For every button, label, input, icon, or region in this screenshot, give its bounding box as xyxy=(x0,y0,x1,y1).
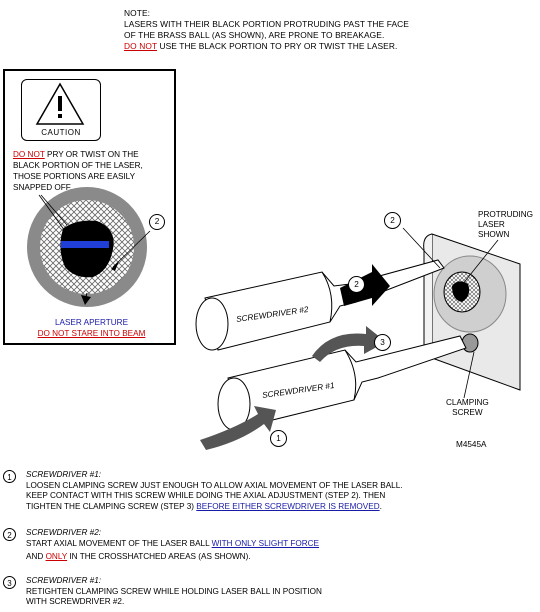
step-1-line-2: KEEP CONTACT WITH THIS SCREW WHILE DOING… xyxy=(26,491,386,500)
caution-line-4: SNAPPED OFF. xyxy=(13,183,73,192)
aperture-labels: LASER APERTURE DO NOT STARE INTO BEAM xyxy=(5,317,178,339)
note-line-1: LASERS WITH THEIR BLACK PORTION PROTRUDI… xyxy=(124,19,409,29)
figure-id: M4545A xyxy=(456,440,487,449)
step-2-text: SCREWDRIVER #2: START AXIAL MOVEMENT OF … xyxy=(26,528,319,563)
step-1-emphasis: BEFORE EITHER SCREWDRIVER IS REMOVED xyxy=(196,501,380,511)
caution-line-1: PRY OR TWIST ON THE xyxy=(44,150,139,159)
caution-line-3: THOSE PORTIONS ARE EASILY xyxy=(13,172,136,181)
clamping-label-1: CLAMPING xyxy=(446,398,489,407)
caution-warning-text: DO NOT PRY OR TWIST ON THE BLACK PORTION… xyxy=(13,149,173,193)
caution-panel: CAUTION DO NOT PRY OR TWIST ON THE BLACK… xyxy=(3,69,176,345)
step-1-number: 1 xyxy=(3,470,16,483)
caution-do-not: DO NOT xyxy=(13,150,45,159)
step-2-line-2a: AND xyxy=(26,552,46,561)
note-line-3: DO NOT USE THE BLACK PORTION TO PRY OR T… xyxy=(124,41,409,52)
caution-badge: CAUTION xyxy=(21,79,101,141)
note-line-2: OF THE BRASS BALL (AS SHOWN), ARE PRONE … xyxy=(124,30,385,40)
aperture-label: LASER APERTURE xyxy=(54,318,129,327)
step-1-line-1: LOOSEN CLAMPING SCREW JUST ENOUGH TO ALL… xyxy=(26,480,403,490)
step-3-line-2: WITH SCREWDRIVER #2. xyxy=(26,597,125,606)
laser-ball-closeup xyxy=(27,187,151,307)
warning-triangle-icon xyxy=(35,82,85,125)
callout-1: 1 xyxy=(270,430,287,447)
step-2-title: SCREWDRIVER #2: xyxy=(26,528,102,537)
callout-3: 3 xyxy=(374,334,391,351)
note-line-3-rest: USE THE BLACK PORTION TO PRY OR TWIST TH… xyxy=(157,41,398,51)
step-2-line-2c: IN THE CROSSHATCHED AREAS (AS SHOWN). xyxy=(67,552,251,561)
step-1-line-3c: . xyxy=(379,501,382,511)
step-3-number: 3 xyxy=(3,576,16,589)
callout-2-arrow: 2 xyxy=(348,276,365,293)
aperture-warning: DO NOT STARE INTO BEAM xyxy=(37,329,146,338)
note-do-not: DO NOT xyxy=(124,41,158,51)
clamping-label-2: SCREW xyxy=(452,408,483,417)
step-1-title: SCREWDRIVER #1: xyxy=(26,470,102,479)
protruding-label-1: PROTRUDING xyxy=(478,210,534,219)
step-2-number: 2 xyxy=(3,528,16,541)
caution-line-2: BLACK PORTION OF THE LASER, xyxy=(13,161,143,170)
step-2-emphasis: WITH ONLY SLIGHT FORCE xyxy=(211,538,320,548)
step-2-line-1: START AXIAL MOVEMENT OF THE LASER BALL W… xyxy=(26,539,319,550)
step-1-line-3a: TIGHTEN THE CLAMPING SCREW (STEP 3) xyxy=(26,501,197,511)
note-block: NOTE: LASERS WITH THEIR BLACK PORTION PR… xyxy=(124,8,409,52)
step-1-text: SCREWDRIVER #1: LOOSEN CLAMPING SCREW JU… xyxy=(26,470,403,512)
clamping-screw-label: CLAMPING SCREW xyxy=(446,398,489,418)
step-3-text: SCREWDRIVER #1: RETIGHTEN CLAMPING SCREW… xyxy=(26,576,322,608)
note-heading: NOTE: xyxy=(124,8,151,18)
step-2-only: ONLY xyxy=(45,552,68,561)
protruding-label-3: SHOWN xyxy=(478,230,510,239)
step-3-title: SCREWDRIVER #1: xyxy=(26,576,102,585)
protruding-label-2: LASER xyxy=(478,220,505,229)
callout-2-top: 2 xyxy=(384,212,401,229)
step-2-line-2: AND ONLY IN THE CROSSHATCHED AREAS (AS S… xyxy=(26,552,319,563)
step-1-line-3: TIGHTEN THE CLAMPING SCREW (STEP 3) BEFO… xyxy=(26,502,403,513)
caution-label: CAUTION xyxy=(41,128,81,137)
step-3-line-1: RETIGHTEN CLAMPING SCREW WHILE HOLDING L… xyxy=(26,586,322,596)
protruding-label: PROTRUDING LASER SHOWN xyxy=(478,210,533,240)
step-2-line-1a: START AXIAL MOVEMENT OF THE LASER BALL xyxy=(26,538,212,548)
caution-callout-2: 2 xyxy=(149,214,165,230)
